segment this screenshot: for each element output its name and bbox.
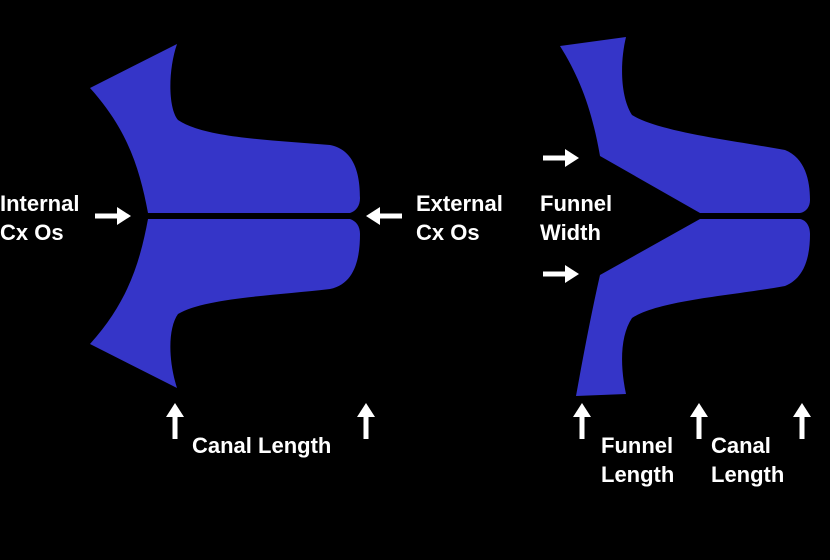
- canal-length-end-arrow-icon: [357, 403, 375, 439]
- closed-cervix: [90, 44, 360, 388]
- internal-os-label: Internal Cx Os: [0, 189, 79, 247]
- internal-os-label-line1: Internal: [0, 191, 80, 216]
- funnel-length-start-arrow-icon: [573, 403, 591, 439]
- funneled-cervix-lower-lip: [576, 219, 810, 396]
- funnel-length-label-line2: Length: [601, 462, 675, 487]
- funneled-cervix: [560, 37, 810, 396]
- closed-cervix-lower-lip: [90, 219, 360, 388]
- right-canal-length-label-line2: Length: [711, 462, 785, 487]
- funnel-length-end-arrow-icon: [690, 403, 708, 439]
- external-os-label-line2: Cx Os: [416, 220, 480, 245]
- closed-cervix-upper-lip: [90, 44, 360, 213]
- canal-length-right-end-arrow-icon: [793, 403, 811, 439]
- right-canal-length-label-line1: Canal: [711, 433, 771, 458]
- funnel-width-label: Funnel Width: [540, 189, 612, 247]
- funnel-length-label: Funnel Length: [601, 431, 674, 489]
- funneled-cervix-upper-lip: [560, 37, 810, 213]
- canal-length-label: Canal Length: [192, 433, 332, 458]
- internal-os-label-line2: Cx Os: [0, 220, 64, 245]
- funnel-width-label-line1: Funnel: [540, 191, 613, 216]
- right-canal-length-label: Canal Length: [711, 431, 784, 489]
- external-os-label-line1: External: [416, 191, 503, 216]
- internal-os-arrow-icon: [95, 207, 131, 225]
- funnel-length-label-line1: Funnel: [601, 433, 674, 458]
- canal-length-start-arrow-icon: [166, 403, 184, 439]
- external-os-arrow-icon: [366, 207, 402, 225]
- funnel-width-label-line2: Width: [540, 220, 601, 245]
- funnel-width-bottom-arrow-icon: [543, 265, 579, 283]
- funnel-width-top-arrow-icon: [543, 149, 579, 167]
- external-os-label: External Cx Os: [416, 189, 503, 247]
